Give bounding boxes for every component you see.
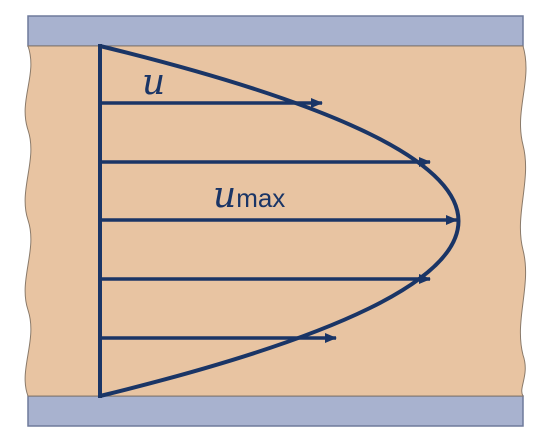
velocity-label: u — [142, 62, 165, 103]
top-pipe-wall — [27, 15, 524, 47]
velocity-profile-curve — [99, 44, 461, 398]
max-velocity-subscript: max — [236, 183, 285, 213]
max-velocity-label: umax — [213, 175, 285, 216]
bottom-pipe-wall — [27, 395, 524, 427]
max-velocity-symbol: u — [213, 175, 236, 216]
